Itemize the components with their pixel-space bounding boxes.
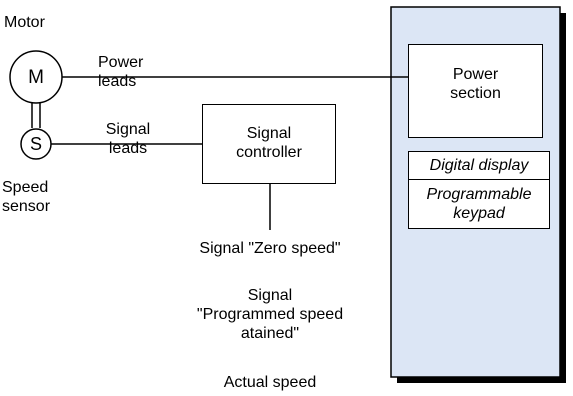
keypad-box: Programmable keypad [408, 179, 550, 229]
power-section-label: Power section [450, 66, 501, 102]
signal-controller-label: Signal controller [236, 125, 302, 161]
motor-title: Motor [4, 14, 45, 31]
signal-controller-box: Signal controller [202, 104, 336, 184]
sensor-label: Speed sensor [2, 179, 51, 215]
keypad-label: Programmable keypad [426, 186, 532, 222]
sensor-symbol: S [29, 134, 42, 154]
digital-display-label: Digital display [429, 157, 529, 174]
motor-symbol: M [28, 67, 44, 88]
zero-speed-signal: Signal "Zero speed" [199, 240, 341, 257]
programmed-speed-signal: Signal "Programmed speed atained" [196, 287, 344, 342]
digital-display-box: Digital display [408, 151, 550, 180]
signal-leads-label: Signal leads [105, 121, 151, 157]
power-leads-label: Power leads [98, 54, 144, 90]
actual-speed-signal: Actual speed [223, 374, 317, 391]
power-section-box: Power section [408, 44, 543, 138]
